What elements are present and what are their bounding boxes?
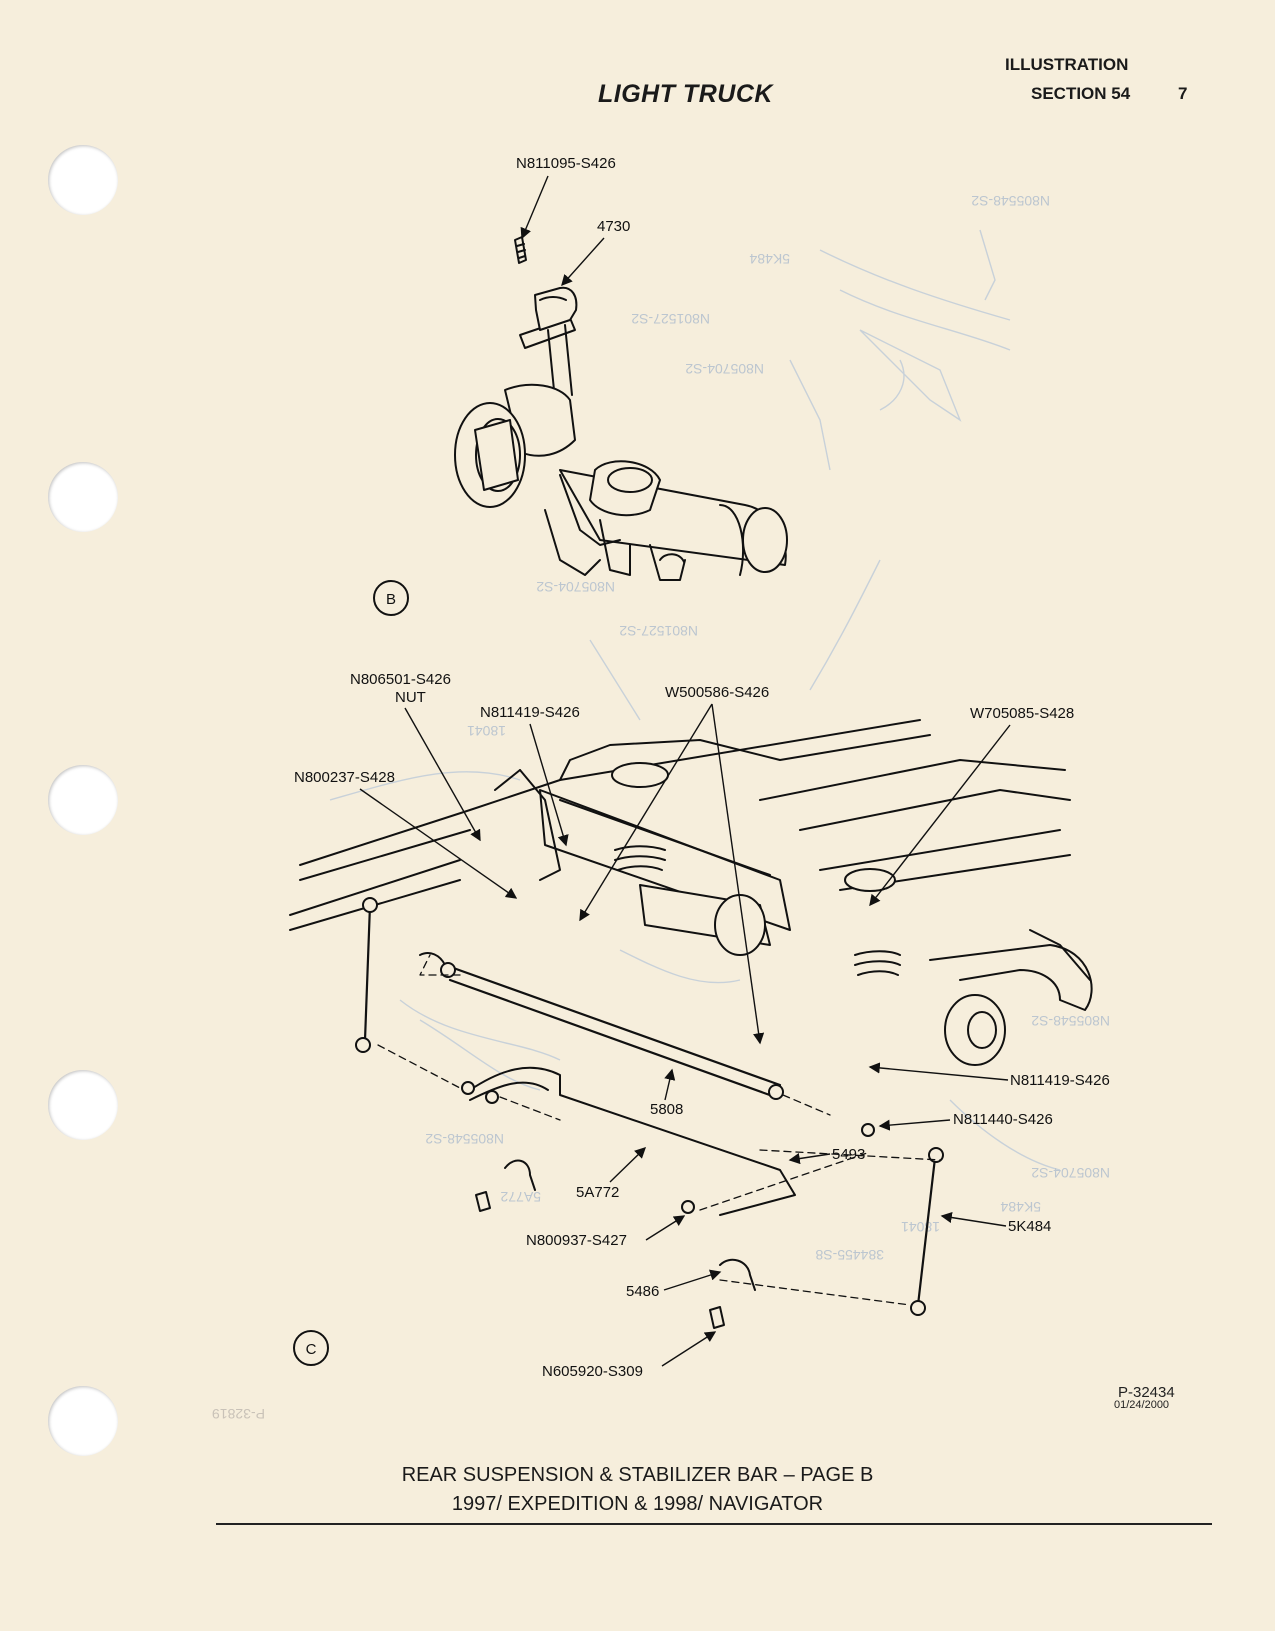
caption-line-1: REAR SUSPENSION & STABILIZER BAR – PAGE … (401, 1464, 874, 1486)
label-5493: 5493 (832, 1146, 865, 1163)
label-n605920: N605920-S309 (542, 1363, 643, 1380)
label-n811440: N811440-S426 (953, 1111, 1053, 1128)
ghost-code: P-32819 (212, 1406, 265, 1422)
label-5486: 5486 (626, 1283, 659, 1300)
revision-date: 01/24/2000 (1114, 1399, 1170, 1411)
label-n811095: N811095-S426 (516, 155, 616, 172)
view-c-drawing (289, 719, 1093, 1329)
footer-rule (216, 1523, 1212, 1525)
view-c-letter: C (306, 1341, 317, 1358)
ghost-label: N801527-S2 (619, 623, 698, 639)
label-5808: 5808 (650, 1101, 683, 1118)
label-n800237: N800237-S428 (294, 769, 395, 786)
ghost-label: 384455-S8 (815, 1247, 884, 1263)
binder-hole (48, 1070, 118, 1140)
view-b-drawing (454, 236, 788, 581)
illustration-heading: ILLUSTRATION (1005, 55, 1129, 74)
ghost-label: N805704-S2 (685, 361, 764, 377)
view-b-letter: B (386, 591, 396, 608)
label-5a772: 5A772 (576, 1184, 619, 1201)
label-w500586: W500586-S426 (665, 684, 769, 701)
ghost-label: 18041 (467, 723, 506, 739)
label-n811419-top: N811419-S426 (480, 704, 580, 721)
part-number: P-32434 (1118, 1384, 1175, 1401)
ghost-label: N801527-S2 (631, 311, 710, 327)
binder-hole (48, 765, 118, 835)
ghost-label: N805548-S2 (971, 193, 1050, 209)
ghost-label: N805548-S2 (1031, 1013, 1110, 1029)
caption-line-2: 1997/ EXPEDITION & 1998/ NAVIGATOR (451, 1493, 824, 1515)
label-n806501: N806501-S426 (350, 671, 451, 688)
bleed-through-ghost (329, 229, 1061, 1171)
page-title: LIGHT TRUCK (598, 80, 773, 108)
label-n811419-right: N811419-S426 (1010, 1072, 1110, 1089)
ghost-label: N805704-S2 (1031, 1165, 1110, 1181)
label-4730: 4730 (597, 218, 630, 235)
ghost-label: 18041 (901, 1219, 940, 1235)
ghost-label: 5A772 (500, 1189, 541, 1205)
view-c-callout: C (293, 1330, 329, 1366)
label-w705085: W705085-S428 (970, 705, 1074, 722)
ghost-label: 5K484 (1000, 1199, 1041, 1215)
label-n800937: N800937-S427 (526, 1232, 627, 1249)
label-5k484: 5K484 (1008, 1218, 1051, 1235)
ghost-label: N805548-S2 (425, 1131, 504, 1147)
view-b-callout: B (373, 580, 409, 616)
ghost-label: N805704-S2 (536, 579, 615, 595)
binder-hole (48, 145, 118, 215)
ghost-label: 5K484 (749, 251, 790, 267)
label-nut: NUT (395, 689, 426, 706)
binder-hole (48, 1386, 118, 1456)
section-heading: SECTION 54 (1031, 84, 1131, 103)
binder-hole (48, 462, 118, 532)
page-number: 7 (1178, 84, 1188, 103)
